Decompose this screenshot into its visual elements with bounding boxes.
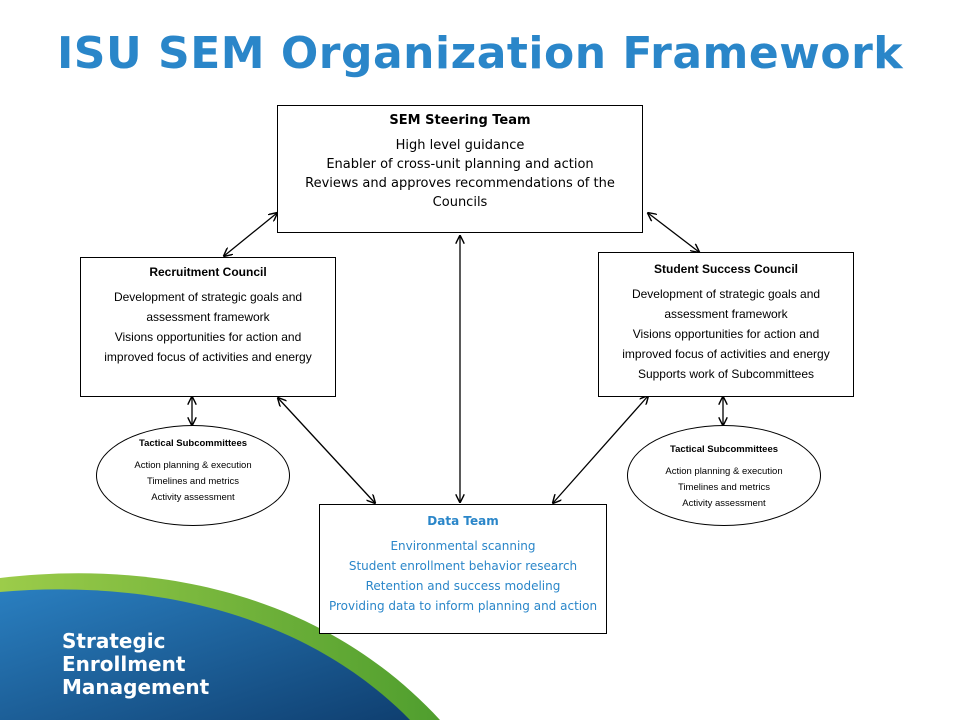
arrow-steering-recruitment: [224, 213, 277, 256]
tactical-subcommittees-right: Tactical Subcommittees Action planning &…: [627, 425, 821, 526]
tactical-right-line: Activity assessment: [682, 498, 766, 509]
tactical-right-line: Timelines and metrics: [677, 482, 771, 493]
steering-line: Councils: [432, 195, 488, 210]
steering-team-heading: SEM Steering Team: [389, 113, 531, 128]
tactical-left-line: Activity assessment: [151, 492, 235, 503]
steering-line: Reviews and approves recommendations of …: [305, 176, 615, 191]
logo-line: Enrollment: [62, 652, 186, 676]
arrow-recruitment-data: [278, 398, 375, 503]
recruitment-line: assessment framework: [146, 310, 270, 324]
student-success-line: assessment framework: [664, 307, 788, 321]
student-success-council-heading: Student Success Council: [653, 262, 799, 276]
recruitment-line: improved focus of activities and energy: [104, 350, 312, 364]
data-team-box: Data Team Environmental scanning Student…: [319, 504, 607, 634]
student-success-council-box: Student Success Council Development of s…: [598, 252, 854, 397]
recruitment-line: Visions opportunities for action and: [114, 330, 302, 344]
data-team-line: Environmental scanning: [390, 539, 536, 553]
logo-line: Strategic: [62, 629, 166, 653]
recruitment-council-heading: Recruitment Council: [149, 265, 267, 279]
tactical-right-line: Action planning & execution: [665, 466, 783, 477]
student-success-line: Visions opportunities for action and: [632, 327, 820, 341]
steering-team-box: SEM Steering Team High level guidance En…: [277, 105, 643, 233]
logo-line: Management: [62, 675, 210, 699]
recruitment-council-box: Recruitment Council Development of strat…: [80, 257, 336, 397]
tactical-left-heading: Tactical Subcommittees: [138, 438, 248, 449]
data-team-line: Retention and success modeling: [365, 579, 561, 593]
page-title: ISU SEM Organization Framework: [56, 28, 904, 79]
tactical-left-line: Action planning & execution: [134, 460, 252, 471]
tactical-subcommittees-left: Tactical Subcommittees Action planning &…: [96, 425, 290, 526]
recruitment-line: Development of strategic goals and: [113, 290, 303, 304]
student-success-line: improved focus of activities and energy: [622, 347, 830, 361]
tactical-right-heading: Tactical Subcommittees: [669, 444, 779, 455]
arrow-success-data: [553, 396, 648, 503]
arrow-steering-success: [648, 213, 699, 252]
student-success-line: Supports work of Subcommittees: [637, 367, 815, 381]
steering-line: Enabler of cross-unit planning and actio…: [326, 157, 594, 172]
steering-line: High level guidance: [395, 138, 525, 153]
sem-logo: Strategic Enrollment Management: [62, 630, 209, 699]
student-success-line: Development of strategic goals and: [631, 287, 821, 301]
data-team-line: Providing data to inform planning and ac…: [328, 599, 598, 613]
data-team-heading: Data Team: [427, 514, 499, 528]
data-team-line: Student enrollment behavior research: [348, 559, 578, 573]
tactical-left-line: Timelines and metrics: [146, 476, 240, 487]
swoosh-blue: [0, 589, 410, 720]
